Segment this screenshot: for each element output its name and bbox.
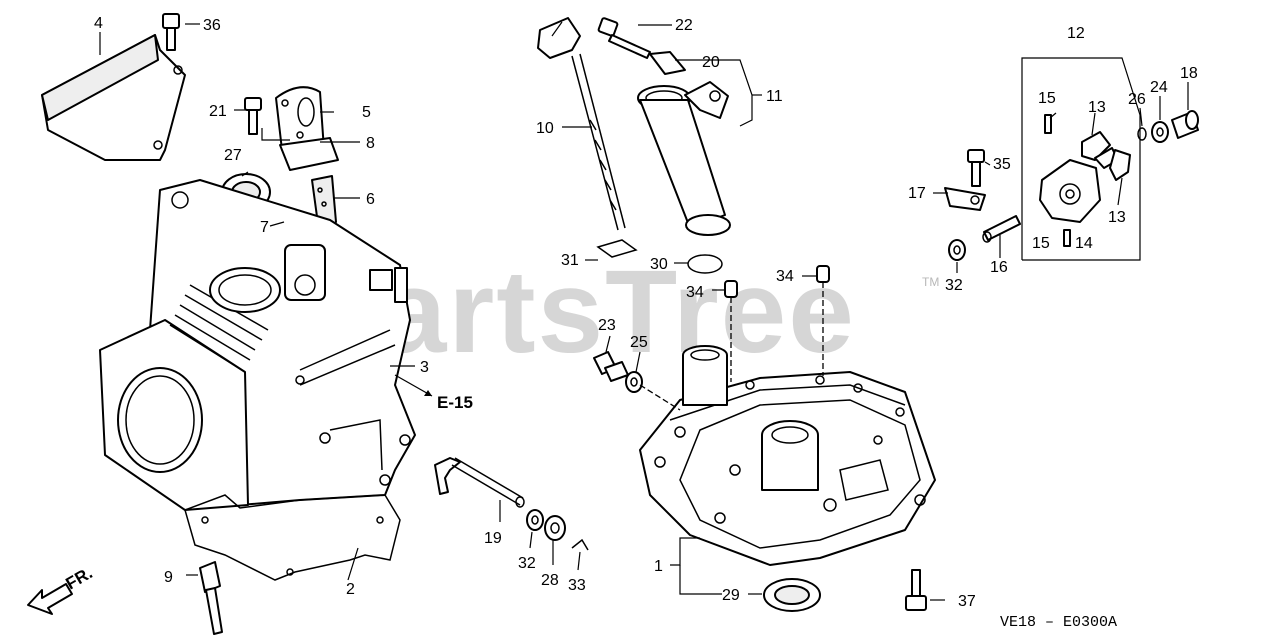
callout-6[interactable]: 6 — [366, 191, 375, 208]
part-11-filler-tube[interactable] — [637, 81, 731, 236]
part-26-clip[interactable] — [1137, 127, 1147, 141]
callout-27[interactable]: 27 — [224, 147, 242, 164]
callout-34-right[interactable]: 34 — [776, 268, 794, 285]
callout-13-top[interactable]: 13 — [1088, 99, 1106, 116]
callout-29[interactable]: 29 — [722, 587, 740, 604]
part-12-governor-assembly[interactable] — [1021, 57, 1141, 261]
callout-32-right[interactable]: 32 — [945, 277, 963, 294]
callout-2[interactable]: 2 — [346, 581, 355, 598]
callout-14[interactable]: 14 — [1075, 235, 1093, 252]
callout-28[interactable]: 28 — [541, 572, 559, 589]
part-8-breather-gasket[interactable] — [279, 137, 339, 171]
callout-21[interactable]: 21 — [209, 103, 227, 120]
callout-37[interactable]: 37 — [958, 593, 976, 610]
callout-33[interactable]: 33 — [568, 577, 586, 594]
part-25-washer[interactable] — [625, 371, 643, 393]
callout-19[interactable]: 19 — [484, 530, 502, 547]
part-31-oring[interactable] — [596, 239, 638, 258]
callout-26[interactable]: 26 — [1128, 91, 1146, 108]
front-arrow-icon: FR. — [27, 563, 96, 615]
watermark-tm: TM — [922, 275, 939, 289]
leader-lines — [99, 23, 1189, 601]
callout-20[interactable]: 20 — [702, 54, 720, 71]
part-28-collar[interactable] — [544, 515, 566, 541]
callout-32-left[interactable]: 32 — [518, 555, 536, 572]
part-21-bolt[interactable] — [244, 97, 262, 135]
callout-5[interactable]: 5 — [362, 104, 371, 121]
callout-35[interactable]: 35 — [993, 156, 1011, 173]
part-17-plate[interactable] — [944, 187, 986, 211]
callout-36[interactable]: 36 — [203, 17, 221, 34]
part-33-clip[interactable] — [571, 538, 589, 551]
callout-18[interactable]: 18 — [1180, 65, 1198, 82]
callout-9[interactable]: 9 — [164, 569, 173, 586]
part-24-washer[interactable] — [1151, 121, 1169, 143]
callout-15-top[interactable]: 15 — [1038, 90, 1056, 107]
ref-e15-arrow — [394, 374, 433, 397]
part-34-dowel-left[interactable] — [724, 280, 738, 382]
callout-22[interactable]: 22 — [675, 17, 693, 34]
part-32-washer-right[interactable] — [948, 239, 966, 261]
callout-10[interactable]: 10 — [536, 120, 554, 137]
callout-12[interactable]: 12 — [1067, 25, 1085, 42]
bolt-axis-line — [639, 384, 681, 411]
callout-3[interactable]: 3 — [420, 359, 429, 376]
part-9-drain-bolt[interactable] — [199, 561, 223, 635]
callout-24[interactable]: 24 — [1150, 79, 1168, 96]
part-16-shaft[interactable] — [982, 215, 1021, 243]
callout-34-left[interactable]: 34 — [686, 284, 704, 301]
part-29-oil-seal[interactable] — [763, 578, 821, 612]
part-37-bolt[interactable] — [905, 569, 927, 611]
callout-13-bottom[interactable]: 13 — [1108, 209, 1126, 226]
callout-1[interactable]: 1 — [654, 558, 663, 575]
ref-e15-label[interactable]: E-15 — [437, 393, 473, 412]
part-30-oring[interactable] — [687, 254, 723, 274]
callout-30[interactable]: 30 — [650, 256, 668, 273]
part-19-governor-arm[interactable] — [434, 457, 525, 508]
part-4-shroud[interactable] — [41, 34, 186, 161]
callout-25[interactable]: 25 — [630, 334, 648, 351]
part-10-dipstick[interactable] — [537, 17, 626, 231]
callout-16[interactable]: 16 — [990, 259, 1008, 276]
part-1-crankcase-cover[interactable] — [639, 345, 936, 566]
part-36-bolt[interactable] — [162, 13, 180, 51]
callout-17[interactable]: 17 — [908, 185, 926, 202]
callout-11[interactable]: 11 — [766, 88, 783, 105]
part-20-collar[interactable] — [649, 51, 686, 75]
callout-8[interactable]: 8 — [366, 135, 375, 152]
callout-23[interactable]: 23 — [598, 317, 616, 334]
callout-4[interactable]: 4 — [94, 15, 103, 32]
part-18-sleeve[interactable] — [1171, 110, 1199, 139]
callout-31[interactable]: 31 — [561, 252, 579, 269]
diagram-code: VE18 – E0300A — [1000, 614, 1117, 631]
part-34-dowel-right[interactable] — [816, 265, 830, 376]
part-22-bolt[interactable] — [597, 17, 651, 59]
part-35-bolt[interactable] — [967, 149, 985, 187]
callout-15-bottom[interactable]: 15 — [1032, 235, 1050, 252]
part-2-gasket[interactable] — [184, 494, 401, 581]
part-3-cylinder-barrel[interactable] — [99, 179, 416, 511]
part-32-washer-left[interactable] — [526, 509, 544, 531]
callout-7[interactable]: 7 — [260, 219, 269, 236]
